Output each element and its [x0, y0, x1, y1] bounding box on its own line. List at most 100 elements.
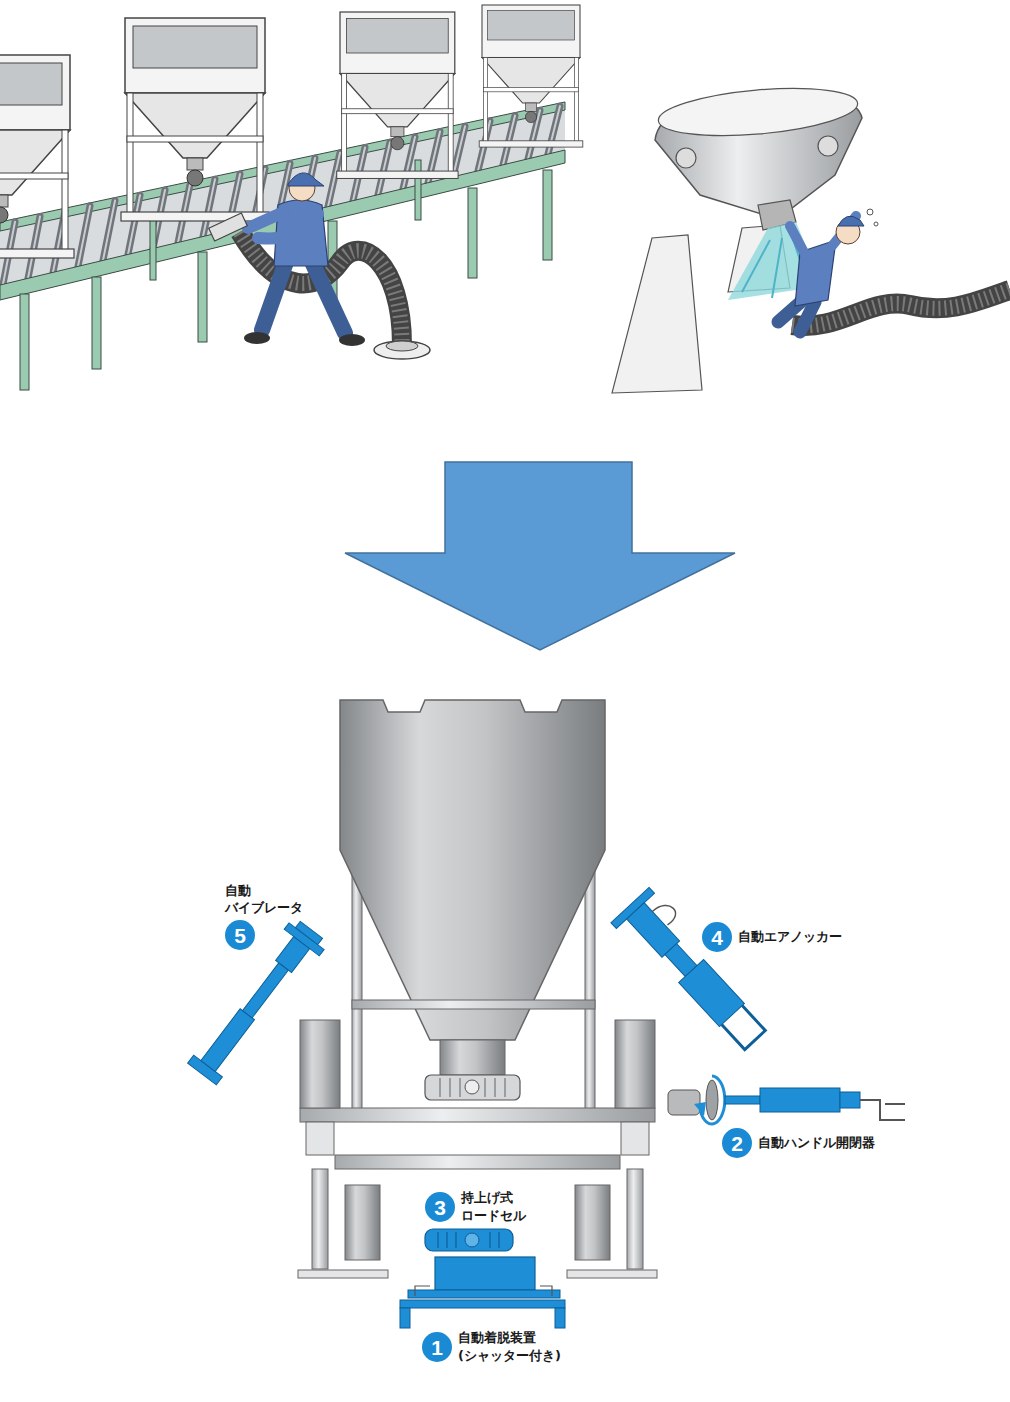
conveyor-scene-piece [337, 12, 458, 178]
container-apparatus-piece [306, 1122, 334, 1155]
container-apparatus-piece [440, 1078, 505, 1097]
container-apparatus-piece [615, 1020, 655, 1108]
mixer-scene-piece [790, 226, 806, 256]
air-knocker-part-piece [652, 900, 679, 927]
auto-attach-part-piece [400, 1300, 565, 1308]
callout: 5自動 バイブレータ [225, 882, 315, 950]
mixer-scene-piece [838, 216, 864, 226]
worker-with-hose [209, 173, 430, 359]
handle-opener-part-piece [725, 1096, 760, 1104]
mixer-scene-piece [874, 222, 878, 226]
container-apparatus-piece [440, 1040, 505, 1075]
callout-number: 5 [225, 920, 255, 950]
container-apparatus-piece [298, 1270, 388, 1278]
handle-opener-part-piece [860, 1100, 905, 1120]
container-apparatus-piece [300, 1020, 340, 1108]
callout: 2自動ハンドル開閉器 [722, 1128, 875, 1158]
worker-with-hose-piece [288, 173, 324, 186]
auto-attach-part-piece [400, 1308, 410, 1328]
worker-with-hose-piece [312, 262, 345, 333]
auto-attach-part-piece [415, 1286, 430, 1296]
conveyor-scene-piece-piece [468, 188, 477, 278]
worker-with-hose-piece [258, 214, 318, 239]
callout-number: 3 [425, 1192, 455, 1222]
part-label: 自動着脱装置 (シャッター付き) [458, 1329, 570, 1364]
conveyor-scene [0, 5, 583, 390]
load-cell-part-piece [425, 1229, 513, 1251]
auto-attach-part [400, 1257, 565, 1328]
callout-number: 2 [722, 1128, 752, 1158]
conveyor-scene-piece [20, 160, 552, 390]
conveyor-scene-piece-piece [92, 277, 101, 369]
handle-opener-part-piece [668, 1090, 700, 1115]
conveyor-scene-piece-piece [198, 252, 207, 342]
worker-with-hose-piece [386, 341, 418, 351]
handle-opener-part-piece [885, 1103, 905, 1105]
container-apparatus-piece [352, 1000, 595, 1009]
callout-number: 1 [422, 1332, 452, 1362]
vibrator-part-piece [201, 1009, 255, 1072]
worker-with-hose-piece [339, 334, 365, 346]
conveyor-scene-piece [479, 5, 583, 147]
handle-opener-part-piece [706, 1080, 718, 1120]
conveyor-scene-piece-piece [150, 220, 156, 280]
mixer-scene-piece [867, 209, 873, 215]
vibrator-part-piece [295, 921, 322, 944]
mixer-scene-piece [612, 235, 702, 393]
worker-with-hose-piece [244, 332, 270, 344]
conveyor-scene-piece [121, 18, 269, 221]
mixer-scene-piece [656, 81, 859, 142]
handle-opener-part-piece [760, 1088, 840, 1112]
conveyor-scene-piece [0, 55, 74, 258]
handle-opener-part-piece [700, 1076, 725, 1124]
mixer-scene-piece [676, 148, 696, 168]
mixer-scene-piece [818, 136, 838, 156]
container-apparatus [298, 700, 657, 1278]
air-knocker-part-piece [679, 959, 745, 1026]
container-apparatus-piece [340, 700, 605, 1040]
container-apparatus-piece [345, 1185, 380, 1260]
part-label: 自動 バイブレータ [225, 882, 315, 917]
handle-opener-part [668, 1076, 905, 1124]
part-label: 持上げ式 ロードセル [461, 1189, 536, 1224]
worker-with-hose-piece [248, 212, 284, 228]
container-apparatus-piece [465, 1080, 479, 1094]
conveyor-scene-piece [3, 106, 560, 284]
container-apparatus-piece [621, 1122, 649, 1155]
mixer-scene-piece [800, 302, 815, 332]
container-apparatus-piece [312, 1169, 328, 1269]
load-cell-part [425, 1229, 513, 1251]
auto-attach-part-piece [408, 1290, 560, 1298]
container-apparatus-piece [567, 1270, 657, 1278]
container-apparatus-piece [300, 1108, 655, 1122]
auto-attach-part-piece [540, 1286, 552, 1296]
vibrator-part [184, 917, 328, 1088]
auto-attach-part-piece [555, 1308, 565, 1328]
load-cell-part-piece [465, 1233, 479, 1247]
container-apparatus-piece [335, 1155, 620, 1169]
conveyor-scene-piece [3, 106, 560, 284]
conveyor-scene-piece-piece [543, 170, 552, 260]
flow-arrow [345, 462, 735, 650]
worker-with-hose-piece [262, 262, 286, 330]
load-cell-part-piece [438, 1232, 499, 1248]
container-apparatus-piece [627, 1169, 643, 1269]
handle-opener-part-piece [840, 1092, 860, 1108]
container-apparatus-piece [575, 1185, 610, 1260]
worker-with-hose-piece [374, 341, 430, 359]
worker-with-hose-piece [209, 213, 248, 241]
mixer-scene [612, 81, 1010, 393]
handle-opener-part-piece [694, 1102, 706, 1116]
conveyor-scene-piece-piece [20, 294, 29, 390]
callout-number: 4 [702, 922, 732, 952]
callout: 4 自動エアノッカー [702, 922, 842, 952]
conveyor-scene-piece-piece [415, 160, 421, 220]
callout: 1自動着脱装置 (シャッター付き) [422, 1329, 570, 1364]
auto-attach-part-piece [435, 1257, 535, 1290]
vibrator-part-piece [243, 963, 289, 1018]
container-apparatus-piece [425, 1075, 520, 1100]
part-label: 自動エアノッカー [738, 928, 842, 946]
air-knocker-part-piece [722, 1006, 766, 1050]
